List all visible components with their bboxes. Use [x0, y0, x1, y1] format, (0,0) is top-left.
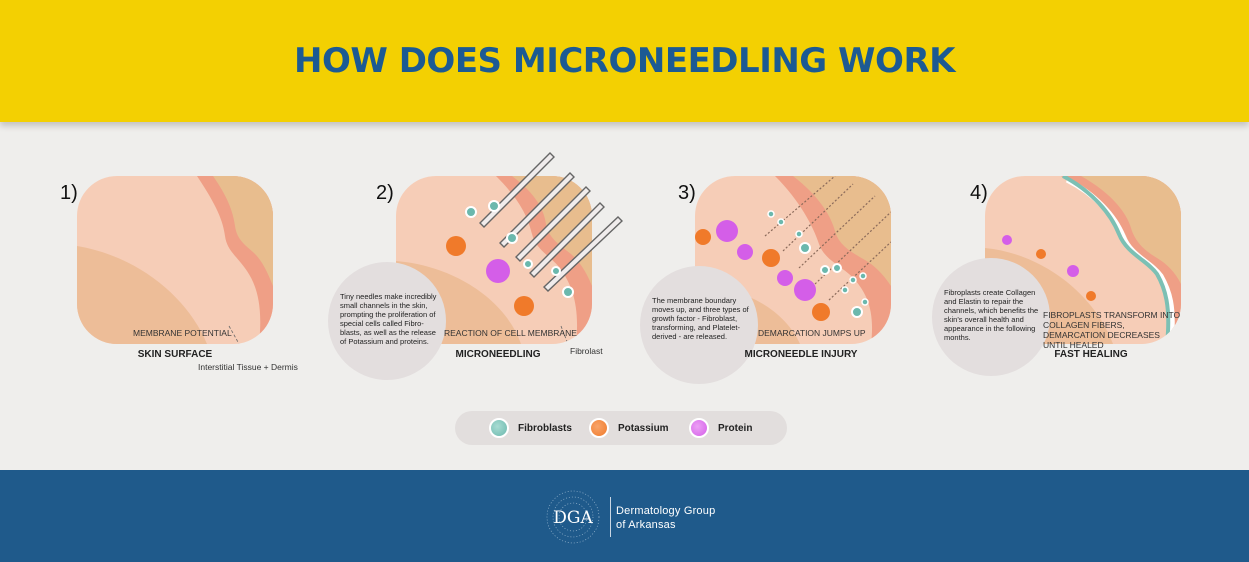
step-1-number: 1) — [60, 182, 78, 204]
legend-item-potassium: Potassium — [589, 418, 669, 438]
step-3-particles — [695, 210, 869, 321]
step-1-caption: SKIN SURFACE — [137, 349, 213, 360]
protein-dot-icon — [689, 418, 709, 438]
dga-logo-icon: DGA — [546, 490, 600, 544]
step-2-description-bubble: Tiny needles make incredibly small chann… — [328, 262, 446, 380]
org-line-1: Dermatology Group — [616, 505, 716, 517]
step-3-description: The membrane boundary moves up, and thre… — [652, 296, 749, 341]
step-2-pointer-label: Fibrolast — [570, 346, 603, 356]
fibroblast-dot-icon — [489, 418, 509, 438]
step-3-number: 3) — [678, 182, 696, 204]
step-1-skin-illustration — [77, 176, 273, 344]
step-1-pointer-label: Interstitial Tissue + Dermis — [198, 362, 298, 372]
page-title: HOW DOES MICRONEEDLING WORK — [294, 41, 955, 81]
legend: Fibroblasts Potassium Protein — [455, 411, 787, 445]
organization-name: Dermatology Group of Arkansas — [616, 504, 715, 532]
step-2-particles — [446, 200, 574, 316]
step-3-description-bubble: The membrane boundary moves up, and thre… — [640, 266, 758, 384]
step-2-membrane-label: REACTION OF CELL MEMBRANE — [444, 328, 577, 338]
step-3-membrane-label: DEMARCATION JUMPS UP — [758, 328, 866, 338]
legend-label-potassium: Potassium — [618, 422, 669, 434]
step-4-description: Fibroplasts create Collagen and Elastin … — [944, 288, 1039, 342]
step-4-particles — [1002, 235, 1096, 301]
logo-divider — [610, 497, 611, 537]
org-line-2: of Arkansas — [616, 519, 676, 531]
step-1-membrane-label: MEMBRANE POTENTIAL — [133, 328, 232, 338]
potassium-dot-icon — [589, 418, 609, 438]
step-4-description-bubble: Fibroplasts create Collagen and Elastin … — [932, 258, 1050, 376]
legend-item-protein: Protein — [689, 418, 752, 438]
logo-mark: DGA — [553, 508, 593, 528]
microneedles-icon — [479, 152, 624, 292]
legend-label-fibroblasts: Fibroblasts — [518, 422, 572, 434]
step-4-caption: FAST HEALING — [1054, 349, 1128, 360]
footer — [0, 470, 1249, 562]
step-4-number: 4) — [970, 182, 988, 204]
legend-item-fibroblasts: Fibroblasts — [489, 418, 572, 438]
legend-label-protein: Protein — [718, 422, 753, 434]
step-3-caption: MICRONEEDLE INJURY — [744, 349, 858, 360]
step-2-description: Tiny needles make incredibly small chann… — [340, 292, 437, 346]
step-4-membrane-label: FIBROPLASTS TRANSFORM INTO COLLAGEN FIBE… — [1043, 310, 1181, 350]
step-2-caption: MICRONEEDLING — [455, 349, 541, 360]
header-banner: HOW DOES MICRONEEDLING WORK — [0, 0, 1249, 122]
step-2-number: 2) — [376, 182, 394, 204]
